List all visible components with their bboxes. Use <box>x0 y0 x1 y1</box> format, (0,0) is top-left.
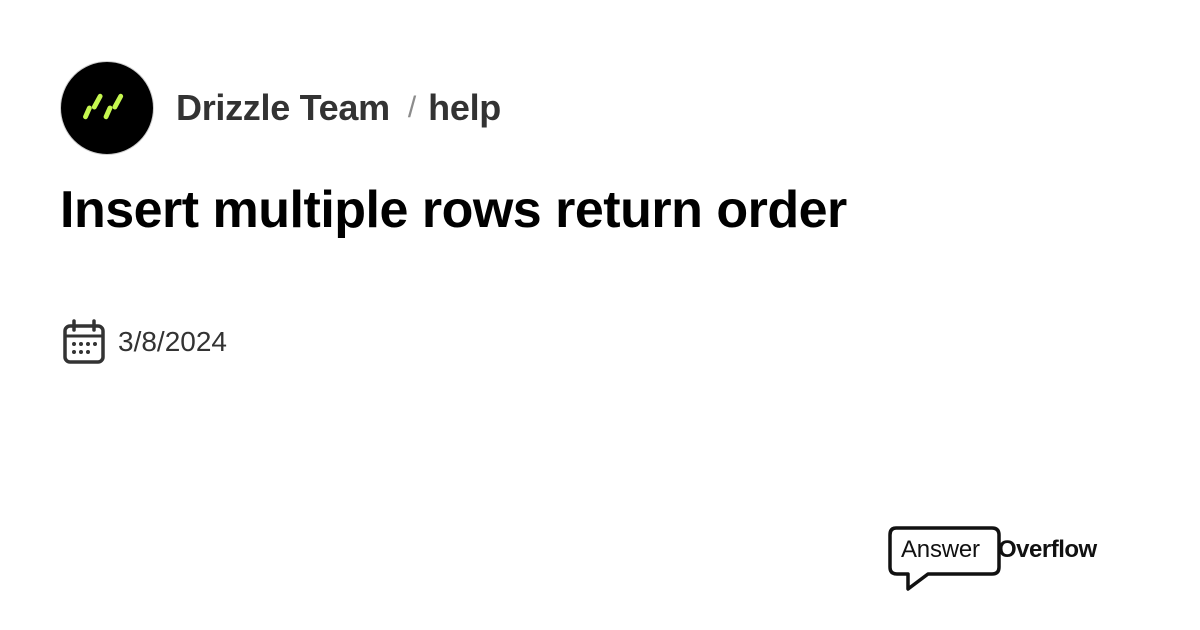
date-text: 3/8/2024 <box>118 326 227 357</box>
breadcrumb-separator: / <box>407 91 417 124</box>
channel-name[interactable]: help <box>428 87 501 128</box>
brand-word-answer: Answer <box>901 536 980 563</box>
brand-word-overflow: Overflow <box>998 536 1097 563</box>
drizzle-logo-icon <box>83 93 124 120</box>
thread-date: 3/8/2024 <box>62 319 227 365</box>
server-name[interactable]: Drizzle Team <box>176 87 390 128</box>
speech-bubble-icon <box>888 526 1001 591</box>
answer-overflow-logo[interactable]: Answer Overflow <box>888 524 1128 594</box>
thread-title: Insert multiple rows return order <box>60 181 847 239</box>
calendar-icon <box>63 319 105 364</box>
server-avatar <box>60 61 154 155</box>
thread-header: Drizzle Team / help <box>60 60 501 156</box>
